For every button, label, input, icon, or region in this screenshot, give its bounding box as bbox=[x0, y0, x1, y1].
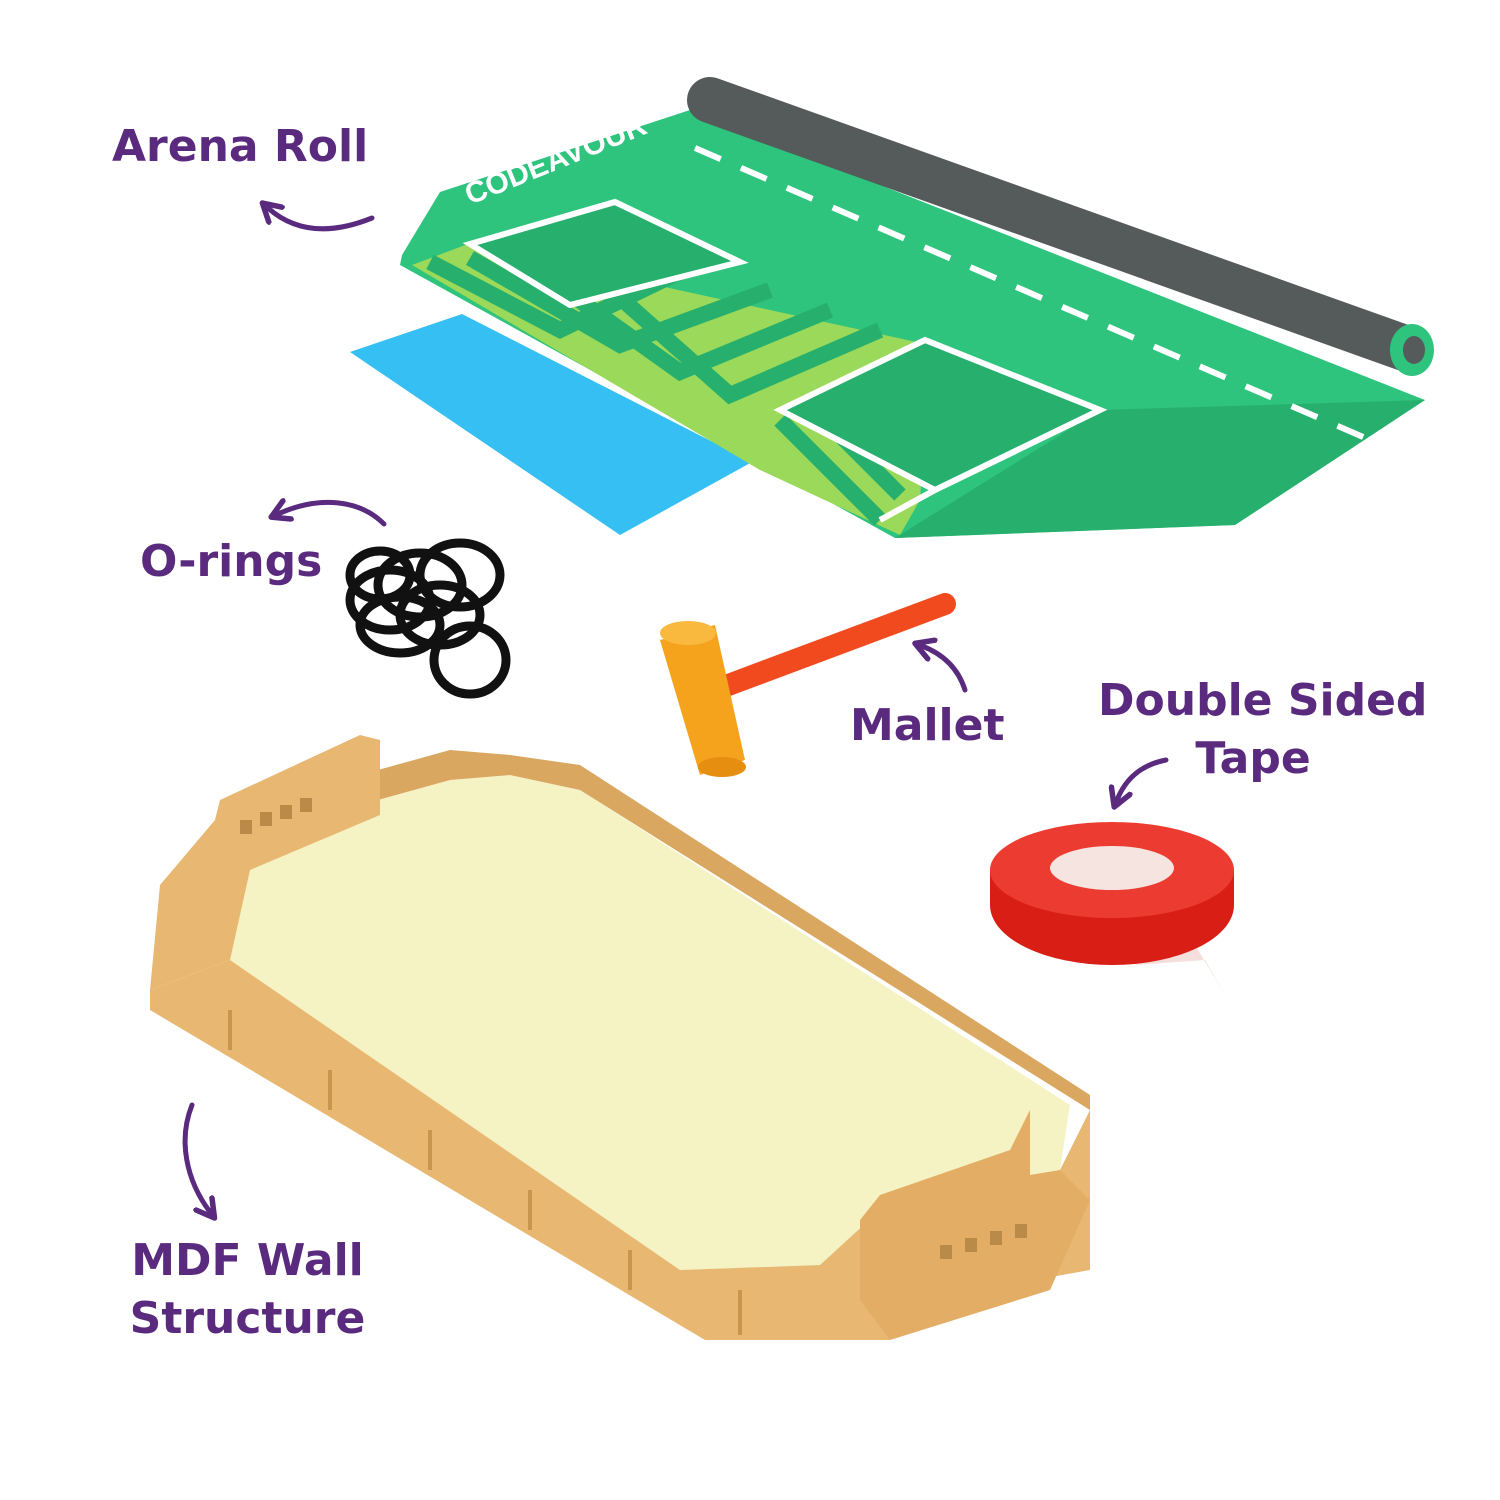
mat-roll-core bbox=[1403, 336, 1425, 364]
mallet-handle bbox=[704, 593, 956, 701]
o-rings-illustration bbox=[345, 538, 511, 699]
mallet-illustration bbox=[660, 593, 956, 777]
arena-roll-illustration: CODEAVOUR bbox=[350, 77, 1434, 538]
label-double-sided-tape: Double Sided Tape bbox=[1098, 672, 1428, 788]
label-mallet: Mallet bbox=[850, 700, 1005, 751]
mdf-front-wall bbox=[150, 960, 1090, 1340]
mdf-slots bbox=[240, 798, 1027, 1259]
water-zone bbox=[350, 314, 752, 535]
label-o-rings: O-rings bbox=[140, 536, 323, 587]
mdf-floor bbox=[230, 775, 1070, 1270]
tape-roll-hole bbox=[1050, 846, 1174, 890]
mdf-wall-ribs bbox=[228, 1010, 742, 1335]
label-double-sided-tape-line2: Tape bbox=[1195, 733, 1311, 784]
mdf-right-tower bbox=[860, 1110, 1090, 1340]
mdf-structure-illustration bbox=[150, 735, 1090, 1340]
start-zone-top bbox=[462, 198, 749, 309]
dashed-line bbox=[693, 145, 1372, 443]
mdf-left-tower bbox=[150, 735, 380, 990]
arrow-arena-roll bbox=[268, 208, 375, 232]
arrow-o-rings bbox=[278, 502, 387, 527]
start-zone-bottom bbox=[773, 336, 1108, 494]
label-double-sided-tape-line1: Double Sided bbox=[1098, 675, 1428, 726]
tape-illustration bbox=[990, 822, 1234, 995]
mallet-head-top bbox=[660, 621, 716, 645]
mat-fold-shade bbox=[895, 400, 1425, 538]
mat-boundary-line bbox=[878, 487, 937, 523]
label-mdf-wall-structure: MDF Wall Structure bbox=[125, 1232, 370, 1348]
tape-liner bbox=[1135, 920, 1225, 995]
mallet-head-bottom bbox=[698, 757, 746, 777]
label-mdf-line1: MDF Wall bbox=[131, 1235, 364, 1286]
mallet-head bbox=[660, 625, 745, 775]
label-arena-roll: Arena Roll bbox=[112, 121, 369, 172]
label-mdf-line2: Structure bbox=[129, 1293, 366, 1344]
arrow-mallet bbox=[922, 646, 968, 693]
arrow-tape bbox=[1117, 757, 1169, 800]
mat-roll-tube bbox=[687, 77, 1433, 373]
arrow-mdf bbox=[182, 1102, 210, 1212]
